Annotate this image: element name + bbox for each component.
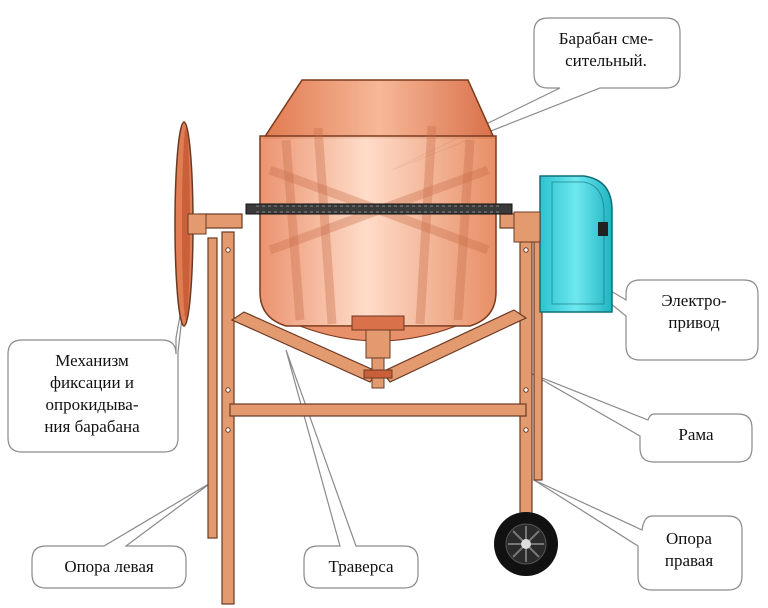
frame-bolts xyxy=(225,247,529,433)
label-left-support: Опора левая xyxy=(34,556,184,578)
label-frame: Рама xyxy=(644,424,748,446)
label-left-support-text: Опора левая xyxy=(64,557,154,576)
label-mixing-drum-line-1: Барабан сме- xyxy=(558,29,654,48)
electric-drive xyxy=(513,175,613,313)
label-tipping-mechanism-line-2: фиксации и xyxy=(50,373,134,392)
label-mixing-drum-line-2: сительный. xyxy=(565,51,647,70)
label-tipping-mechanism-line-3: опрокидыва- xyxy=(45,395,139,414)
callout-motor-shape xyxy=(551,255,759,361)
left-leg-front xyxy=(221,231,235,605)
callout-mechanism-shape xyxy=(7,281,187,453)
frame xyxy=(197,213,543,605)
label-tipping-mechanism-line-1: Механизм xyxy=(55,351,129,370)
label-electric-drive-line-1: Электро- xyxy=(661,291,727,310)
right-leg-front xyxy=(519,231,533,539)
callout-traverse-shape xyxy=(285,349,419,589)
callout-left-support-shape xyxy=(31,481,213,589)
label-traverse: Траверса xyxy=(306,556,416,578)
drum-top-cone xyxy=(262,79,496,139)
label-electric-drive-line-2: привод xyxy=(668,313,720,332)
callout-drum-shape xyxy=(391,17,681,171)
label-mixing-drum: Барабан сме- сительный. xyxy=(536,28,676,72)
label-tipping-mechanism: Механизм фиксации и опрокидыва- ния бара… xyxy=(12,350,172,438)
callout-right-support-shape xyxy=(533,479,743,591)
label-electric-drive: Электро- привод xyxy=(632,290,756,334)
wheel xyxy=(494,512,558,576)
callout-shapes xyxy=(7,17,759,591)
label-right-support: Опора правая xyxy=(642,528,736,572)
label-tipping-mechanism-line-4: ния барабана xyxy=(44,417,140,436)
label-right-support-line-1: Опора xyxy=(666,529,712,548)
label-frame-text: Рама xyxy=(678,425,714,444)
frame-crossbar xyxy=(229,403,527,417)
drum-ring-gear xyxy=(245,203,513,215)
callout-frame-shape xyxy=(531,373,753,463)
label-traverse-text: Траверса xyxy=(328,557,394,576)
tipping-handwheel xyxy=(174,121,207,327)
drum-body xyxy=(259,135,497,327)
label-right-support-line-2: правая xyxy=(664,551,714,570)
mixing-drum xyxy=(245,79,513,389)
left-leg-back xyxy=(207,237,218,539)
